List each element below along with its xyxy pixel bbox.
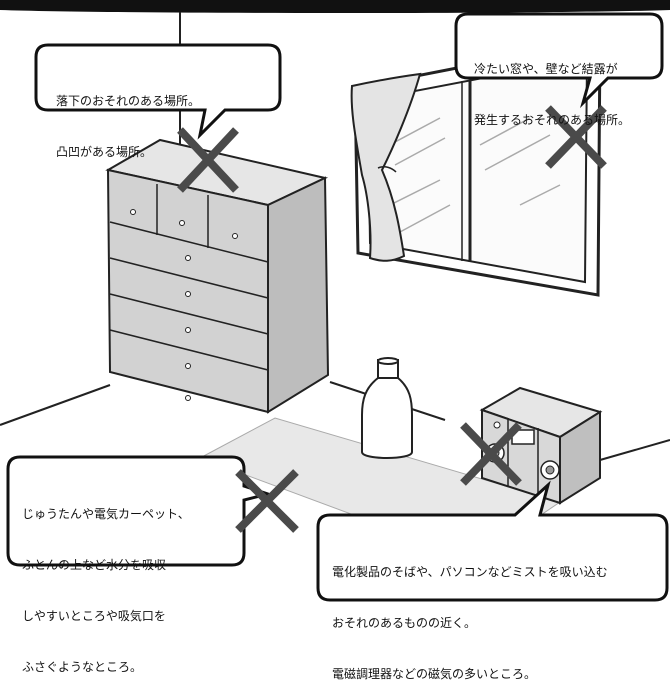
x-mark-window	[545, 105, 607, 169]
callout-line: 発生するおそれのある場所。	[474, 113, 631, 127]
window	[353, 38, 602, 297]
curtain-tie	[377, 166, 397, 173]
callout-line: ふとんの上など水分を吸収	[22, 558, 167, 572]
x-mark-stereo	[460, 422, 522, 486]
x-mark-rug	[235, 469, 299, 533]
callout-bubble-electronics	[316, 480, 669, 602]
bottle	[361, 357, 413, 459]
callout-line: 凸凹がある場所。	[56, 145, 153, 159]
placement-warning-illustration	[0, 0, 670, 602]
curtain	[350, 72, 422, 262]
chest-of-drawers	[105, 138, 330, 414]
callout-line: しやすいところや吸気口を	[22, 609, 166, 623]
callout-line: おそれのあるものの近く。	[332, 616, 477, 630]
callout-line: じゅうたんや電気カーペット、	[22, 507, 190, 521]
callout-bubble-moisture	[6, 455, 274, 567]
top-border	[0, 0, 670, 13]
callout-line: 冷たい窓や、壁など結露が	[474, 62, 618, 76]
callout-bubble-fall-risk	[34, 43, 282, 140]
callout-text-moisture: じゅうたんや電気カーペット、 ふとんの上など水分を吸収 しやすいところや吸気口を…	[22, 472, 190, 693]
callout-bubble-condensation	[454, 12, 664, 109]
callout-text-electronics: 電化製品のそばや、パソコンなどミストを吸い込む おそれのあるものの近く。 電磁調…	[332, 530, 608, 700]
x-mark-cabinet	[177, 127, 239, 193]
callout-text-condensation: 冷たい窓や、壁など結露が 発生するおそれのある場所。	[474, 27, 630, 146]
callout-line: 電化製品のそばや、パソコンなどミストを吸い込む	[332, 565, 608, 579]
callout-line: 落下のおそれのある場所。	[56, 94, 201, 108]
callout-line: 電磁調理器などの磁気の多いところ。	[332, 667, 537, 681]
callout-line: ふさぐようなところ。	[22, 660, 143, 674]
callout-text-fall-risk: 落下のおそれのある場所。 凸凹がある場所。	[56, 59, 200, 178]
